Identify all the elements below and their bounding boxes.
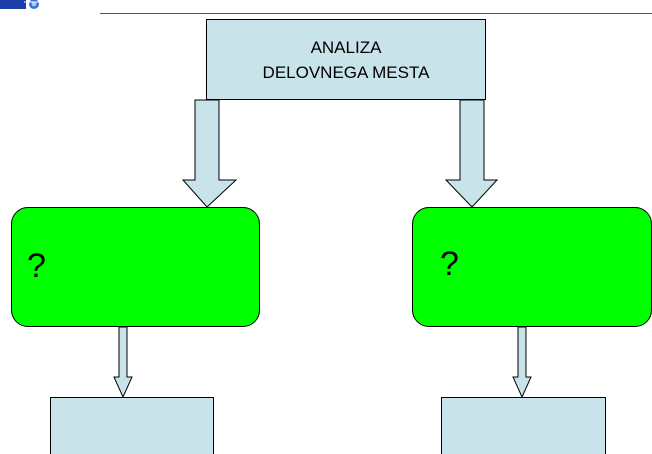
left-output-box	[50, 397, 214, 454]
left-question-box: ?	[11, 207, 260, 327]
right-question-box: ?	[412, 207, 652, 327]
analysis-box: ANALIZA DELOVNEGA MESTA	[206, 19, 486, 100]
analysis-box-line2: DELOVNEGA MESTA	[262, 62, 430, 82]
analysis-box-line1: ANALIZA	[310, 37, 382, 57]
logo-icon	[0, 0, 44, 9]
arrow-left-to-bottom	[113, 326, 133, 399]
arrow-top-to-left	[181, 99, 238, 208]
right-question-mark: ?	[440, 245, 459, 283]
header-divider	[100, 13, 652, 14]
arrow-top-to-right	[444, 99, 499, 208]
arrow-right-to-bottom	[512, 326, 532, 399]
left-question-mark: ?	[27, 247, 46, 285]
right-output-box	[441, 397, 606, 454]
